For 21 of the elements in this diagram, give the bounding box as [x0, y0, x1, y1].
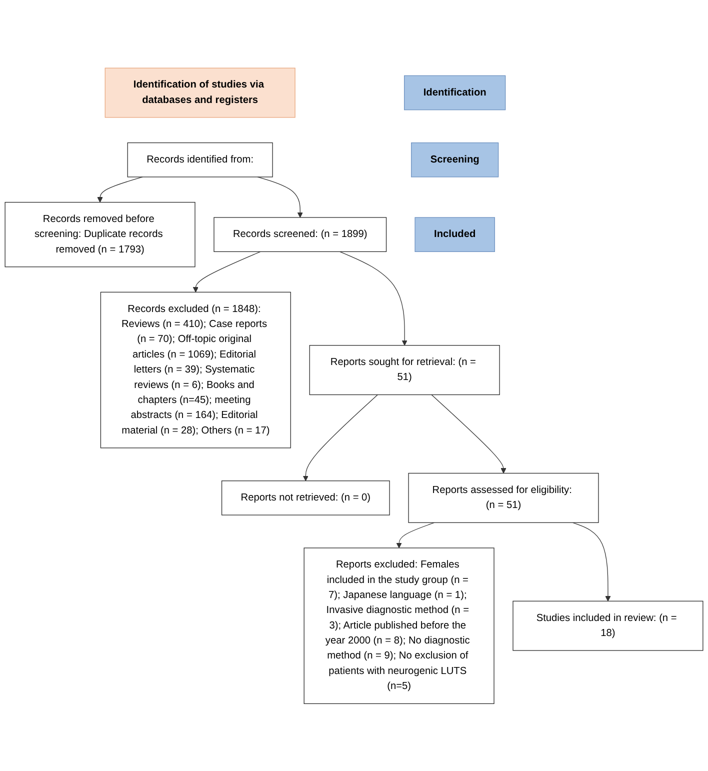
arrow: [192, 250, 261, 292]
node-box: Studies included in review: (n = 18): [512, 600, 704, 650]
node-box: Reports not retrieved: (n = 0): [221, 480, 390, 515]
node-box: Records screened: (n = 1899): [214, 216, 387, 252]
arrow: [97, 176, 143, 202]
arrow: [257, 176, 303, 218]
node-box: Included: [414, 216, 495, 252]
node-box: Reports sought for retrieval: (n = 51): [309, 344, 500, 395]
arrow: [572, 522, 611, 601]
node-box: Screening: [411, 142, 499, 177]
arrow: [340, 250, 408, 346]
node-box: Identification of studies via databases and registers: [104, 67, 296, 118]
node-box: Records removed before screening: Duplicate records removed (n = 1793): [4, 202, 196, 267]
node-box: Reports assessed for eligibility: (n = 51): [408, 472, 599, 523]
arrow: [302, 394, 378, 481]
node-box: Identification: [404, 74, 506, 110]
node-box: Reports excluded: Females included in the study group (n = 7); Japanese language (n = 1); Invasive diagnostic method (n = 3); Article published before the year 2000 (n = 8); No diagnostic method (n = 9); No exclusion of patients with neurogenic LUTS (n=5): [304, 547, 494, 704]
node-box: Records excluded (n = 1848): Reviews (n = 410); Case reports (n = 70); Off-topic original articles (n = 1069); Editorial letters (n = 39); Systematic reviews (n = 6); Books and chapters (n=45); meeting abstracts (n = 164); Editorial material (n = 28); Others (n = 17): [100, 291, 291, 448]
node-box: Records identified from:: [127, 142, 273, 177]
arrow: [431, 394, 506, 474]
arrow: [396, 522, 435, 548]
